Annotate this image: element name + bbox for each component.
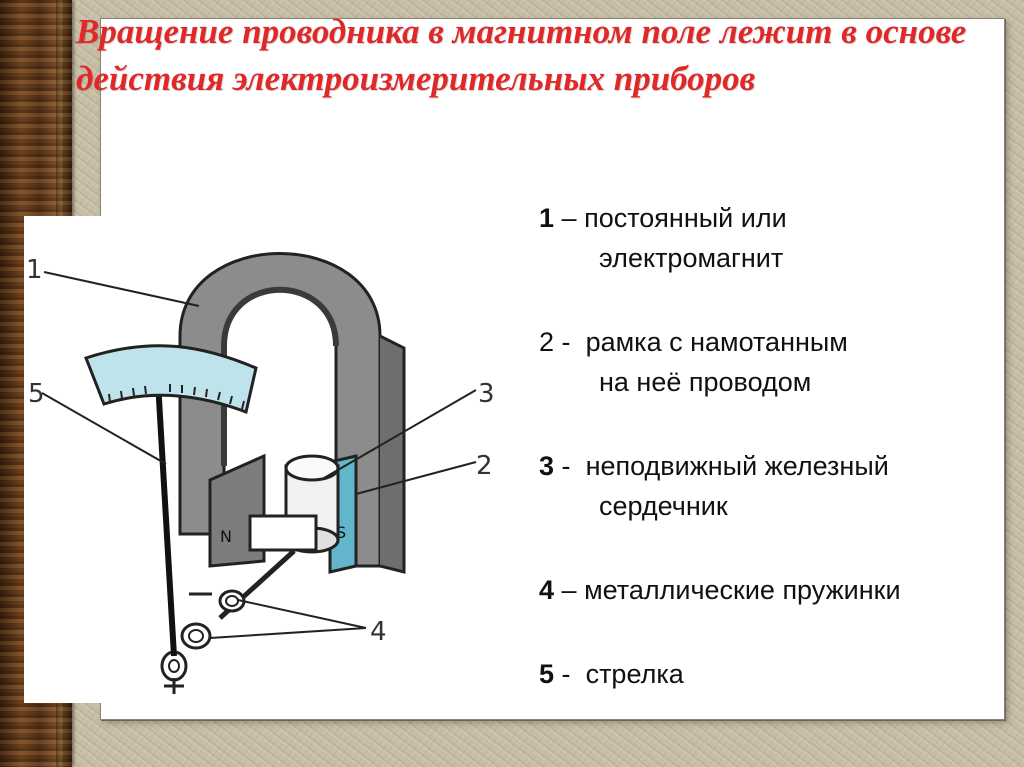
legend-text: неподвижный железный — [586, 451, 889, 481]
legend-text-continued: на неё проводом — [539, 362, 1009, 402]
callout-1: 1 — [26, 255, 43, 285]
callout-4: 4 — [370, 617, 387, 647]
legend-separator: – — [562, 575, 577, 605]
legend-item-3: 3 - неподвижный железный сердечник — [539, 446, 1009, 526]
legend: 1 – постоянный или электромагнит 2 - рам… — [539, 198, 1009, 694]
legend-item-1: 1 – постоянный или электромагнит — [539, 198, 1009, 278]
legend-item-2: 2 - рамка с намотанным на неё проводом — [539, 322, 1009, 402]
instrument-scale — [86, 346, 256, 412]
callout-2: 2 — [476, 451, 493, 481]
legend-separator: – — [562, 203, 577, 233]
legend-text-continued: сердечник — [539, 486, 1009, 526]
legend-item-5: 5 - стрелка — [539, 654, 1009, 694]
legend-separator: - — [562, 659, 571, 689]
slide-title: Вращение проводника в магнитном поле леж… — [76, 8, 1006, 102]
legend-number: 1 — [539, 203, 554, 233]
legend-text: постоянный или — [584, 203, 787, 233]
pointer-needle — [152, 378, 174, 656]
legend-number: 2 — [539, 327, 554, 357]
legend-text: стрелка — [586, 659, 684, 689]
legend-text-continued: электромагнит — [539, 238, 1009, 278]
legend-text: рамка с намотанным — [586, 327, 848, 357]
galvanometer-diagram: N S — [24, 216, 504, 703]
coil-frame — [250, 516, 316, 550]
north-pole-label: N — [220, 527, 232, 546]
legend-number: 4 — [539, 575, 554, 605]
legend-item-4: 4 – металлические пружинки — [539, 570, 1009, 610]
callout-3: 3 — [478, 379, 495, 409]
axle-and-springs — [162, 551, 294, 694]
legend-separator: - — [562, 451, 571, 481]
legend-text: металлические пружинки — [584, 575, 900, 605]
legend-number: 5 — [539, 659, 554, 689]
legend-number: 3 — [539, 451, 554, 481]
legend-separator: - — [562, 327, 571, 357]
callout-5: 5 — [28, 379, 45, 409]
